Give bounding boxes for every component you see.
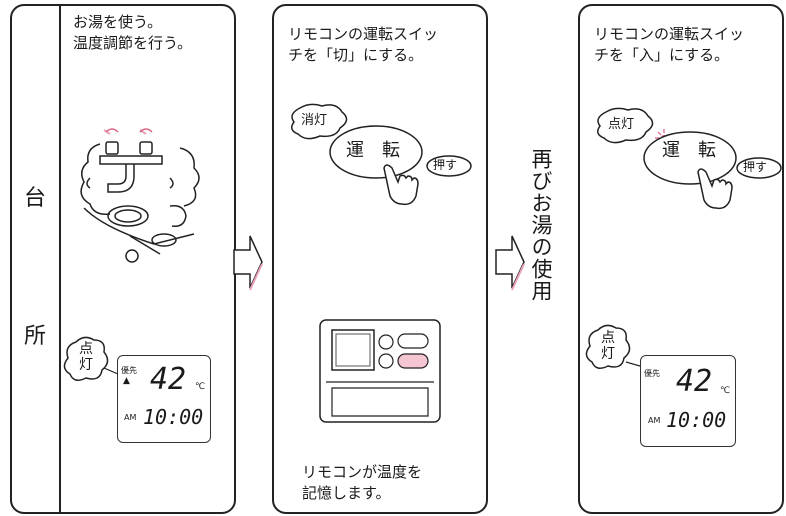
press-badge — [426, 155, 472, 177]
press-label: 押す — [433, 158, 458, 172]
reuse-vertical-text: 再びお湯の使用 — [529, 148, 553, 302]
run-button-oval-2 — [643, 131, 737, 185]
off-bubble — [291, 103, 348, 140]
panel1-caption: お湯を使う。 温度調節を行う。 — [73, 13, 193, 52]
panel-switch-off — [272, 4, 488, 514]
run-button-label[interactable]: 運 転 — [346, 140, 400, 161]
panel2-bottom-caption: リモコンが温度を 記憶します。 — [302, 463, 423, 502]
panel3-caption: リモコンの運転スイッ チを「入」にする。 — [594, 25, 745, 64]
lit-bubble-text-2: 点 灯 — [601, 330, 615, 362]
arrow-right-icon — [233, 235, 263, 291]
temperature-unit: ℃ — [195, 382, 206, 392]
panel2-caption: リモコンの運転スイッ チを「切」にする。 — [288, 25, 439, 64]
am-label-2: AM — [648, 416, 661, 425]
on-bubble — [597, 107, 654, 144]
remote-control-illustration — [319, 319, 441, 423]
on-bubble-text: 点灯 — [608, 117, 635, 132]
finger-icon — [383, 164, 419, 206]
press-badge-2 — [736, 157, 782, 179]
priority-label-2: 優先 — [644, 369, 660, 378]
lit-bubble-2 — [585, 324, 641, 369]
lit-bubble — [63, 336, 119, 381]
side-label-top: 台 — [24, 186, 47, 211]
flame-icon: ▲ — [123, 376, 130, 386]
temperature-value-2: 42 — [676, 364, 713, 399]
arrow-right-icon-2 — [495, 235, 525, 291]
clock-time: 10:00 — [143, 405, 204, 429]
kitchen-divider — [59, 5, 61, 513]
lit-bubble-text: 点 灯 — [79, 341, 93, 373]
remote-display — [117, 355, 211, 443]
temperature-unit-2: ℃ — [720, 386, 731, 396]
press-label-2: 押す — [743, 160, 768, 174]
side-label-bottom: 所 — [24, 324, 47, 349]
clock-time-2: 10:00 — [666, 408, 727, 432]
run-button-label-2[interactable]: 運 転 — [662, 140, 716, 161]
remote-display-2 — [640, 355, 736, 447]
am-label: AM — [124, 413, 137, 422]
faucet-illustration — [80, 128, 200, 263]
off-bubble-text: 消灯 — [301, 113, 328, 128]
priority-label: 優先 — [121, 366, 137, 375]
temperature-value: 42 — [150, 362, 187, 397]
finger-icon-2 — [697, 168, 733, 210]
run-button-oval — [329, 125, 423, 179]
